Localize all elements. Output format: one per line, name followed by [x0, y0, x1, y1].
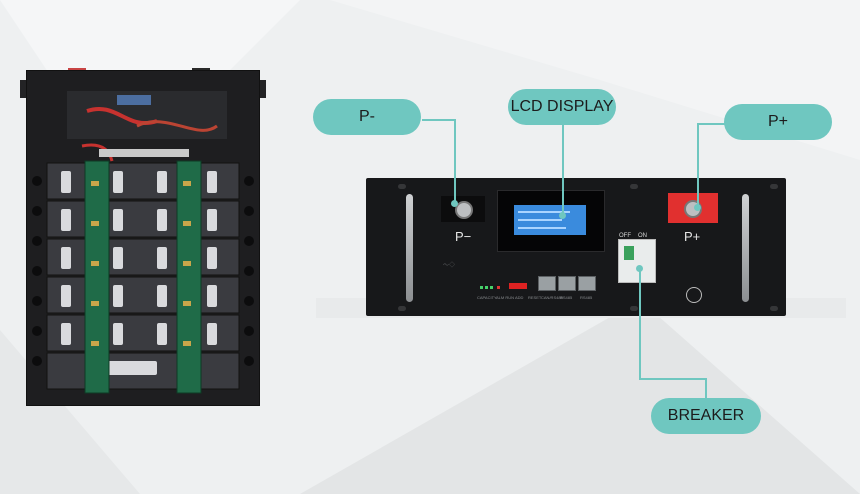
breaker-leader — [705, 378, 707, 400]
reset-label: RESET — [528, 295, 542, 300]
callout-p-minus: P- — [313, 99, 421, 135]
alm-led — [497, 286, 500, 289]
callout-p-plus: P+ — [724, 104, 832, 140]
port-2-label: RS485 — [560, 295, 573, 300]
left-handle — [406, 194, 413, 302]
lcd-text-line — [518, 211, 570, 213]
p-plus-leader — [697, 123, 699, 207]
p-plus-leader — [697, 123, 727, 125]
breaker-leader — [639, 268, 641, 380]
rack-ear-hole — [770, 184, 778, 189]
add-label: ADD — [515, 295, 524, 300]
brand-logo-icon: 〜◇ — [443, 263, 456, 269]
rs485-port-2[interactable] — [578, 276, 596, 291]
p-minus-leader — [454, 119, 456, 203]
negative-terminal-bolt — [455, 201, 473, 219]
capacity-led — [490, 286, 493, 289]
rack-ear-hole — [398, 306, 406, 311]
alm-run-label: ALM RUN — [496, 295, 515, 300]
p-minus-leader-dot — [451, 200, 458, 207]
rack-ear-hole — [398, 184, 406, 189]
positive-terminal-label: P+ — [684, 229, 701, 244]
breaker-on-label: ON — [638, 233, 647, 239]
negative-terminal-label: P− — [455, 229, 472, 244]
breaker-leader-dot — [636, 265, 643, 272]
callout-breaker: BREAKER — [651, 398, 761, 434]
callout-lcd-display: LCD DISPLAY — [508, 89, 616, 125]
capacity-led — [480, 286, 483, 289]
port-1-label: CAN/RS485 — [541, 295, 563, 300]
breaker-leader — [639, 378, 707, 380]
right-handle — [742, 194, 749, 302]
lcd-text-line — [518, 219, 562, 221]
rs485-port-1[interactable] — [558, 276, 576, 291]
p-minus-leader — [422, 119, 456, 121]
p-plus-leader-dot — [694, 204, 701, 211]
breaker-off-label: OFF — [619, 233, 631, 239]
capacity-led — [485, 286, 488, 289]
breaker-switch[interactable] — [624, 246, 634, 260]
lcd-text-line — [518, 227, 566, 229]
rack-ear-hole — [630, 306, 638, 311]
lcd-leader-dot — [559, 212, 566, 219]
battery-top-view — [26, 70, 260, 406]
port-3-label: RS485 — [580, 295, 593, 300]
capacity-label: CAPACITY — [477, 295, 497, 300]
lcd-leader — [562, 122, 564, 214]
rack-ear-hole — [770, 306, 778, 311]
battery-internals — [32, 91, 254, 394]
rack-ear-hole — [630, 184, 638, 189]
address-dip-switch[interactable] — [509, 283, 527, 289]
ground-icon — [686, 287, 702, 303]
can-rs485-port[interactable] — [538, 276, 556, 291]
